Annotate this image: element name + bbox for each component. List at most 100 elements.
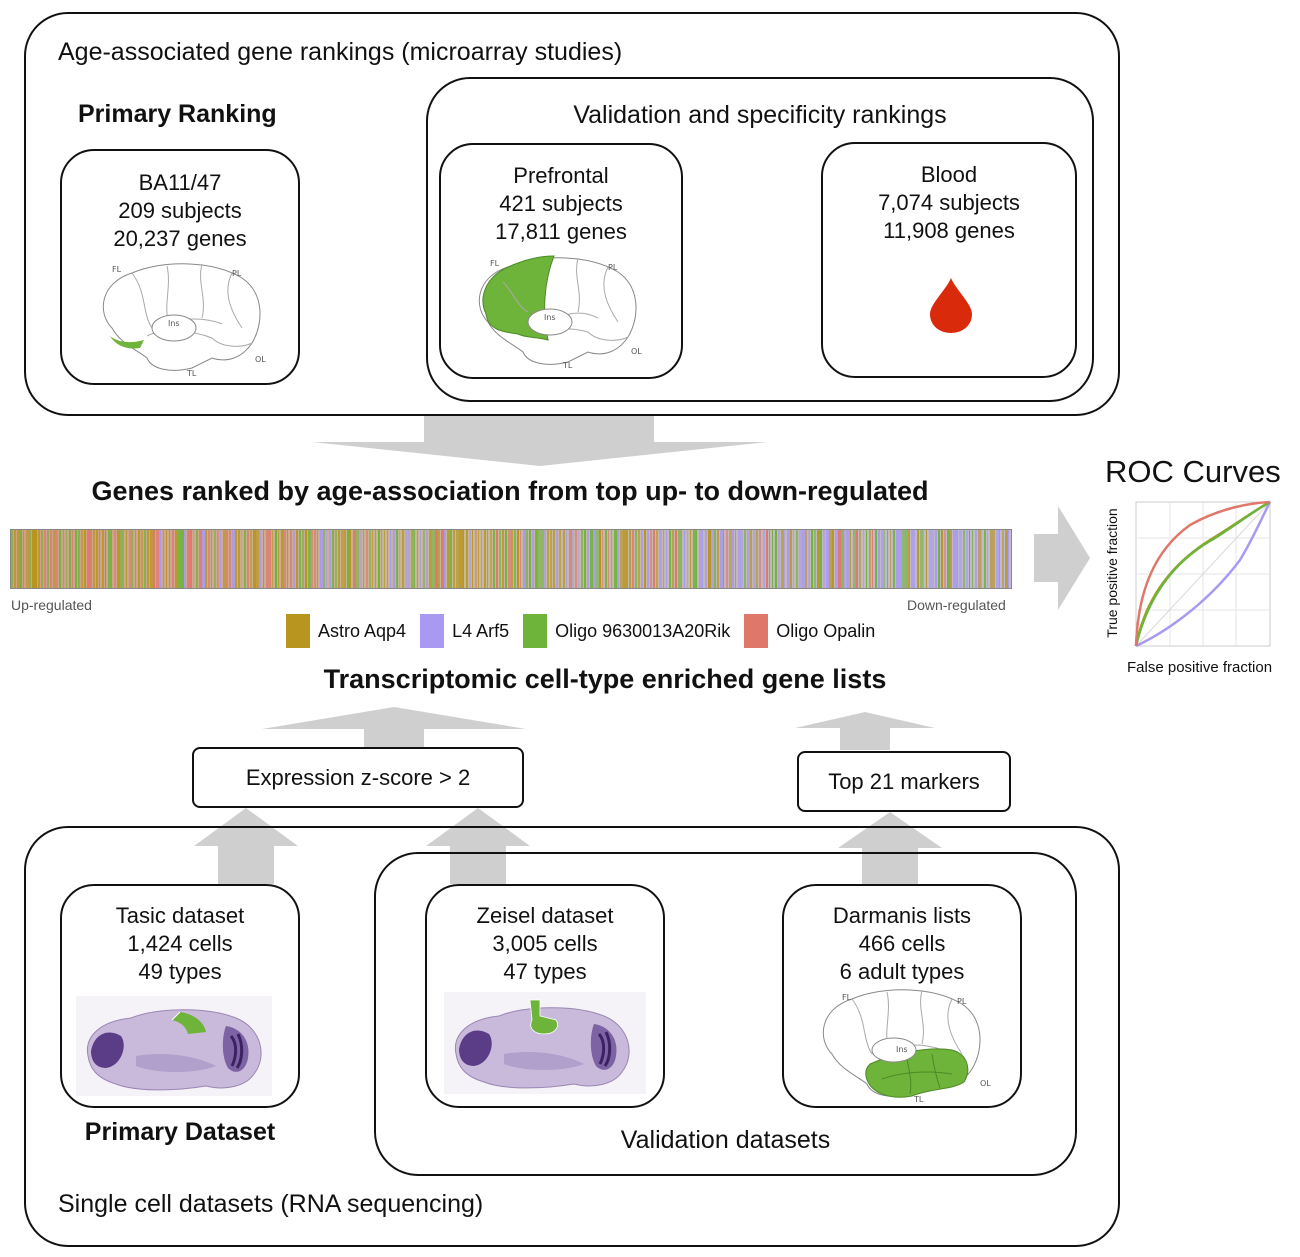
ranking-stripe — [635, 530, 637, 588]
ranking-stripe — [856, 530, 858, 588]
ranking-stripe — [26, 530, 29, 588]
ranking-stripe — [592, 530, 596, 588]
ranking-stripe — [344, 530, 346, 588]
ranking-stripe — [238, 530, 241, 588]
ranking-stripe — [189, 530, 193, 588]
ranking-stripe — [401, 530, 405, 588]
ranking-stripe — [380, 530, 383, 588]
ranking-stripe — [817, 530, 821, 588]
ranking-stripe — [926, 530, 928, 588]
ranking-stripe — [283, 530, 287, 588]
card-line: 20,237 genes — [113, 226, 247, 251]
ranking-stripe — [971, 530, 974, 588]
ranking-stripe — [17, 530, 20, 588]
card-line: 17,811 genes — [495, 219, 627, 244]
ranking-stripe — [241, 530, 243, 588]
ranking-bar — [10, 529, 1012, 589]
ranking-stripe — [583, 530, 587, 588]
ranking-stripe — [101, 530, 104, 588]
ranking-stripe — [395, 530, 398, 588]
ranking-stripe — [38, 530, 41, 588]
ranking-stripe — [50, 530, 53, 588]
ranking-stripe — [177, 530, 181, 588]
ranking-stripe — [438, 530, 440, 588]
brain-label-pl: PL — [232, 269, 242, 278]
ranking-stripe — [692, 530, 696, 588]
ranking-stripe — [883, 530, 885, 588]
ranking-stripe — [35, 530, 38, 588]
markers-box: Top 21 markers — [797, 751, 1011, 812]
ranking-stripe — [47, 530, 50, 588]
ranking-stripe — [144, 530, 146, 588]
ranking-stripe — [983, 530, 987, 588]
ranking-stripe — [580, 530, 584, 588]
ranking-stripe — [253, 530, 257, 588]
legend-label: Oligo Opalin — [776, 620, 876, 641]
ranking-stripe — [114, 530, 116, 588]
ranking-stripe — [759, 530, 762, 588]
ranking-stripe — [226, 530, 229, 588]
roc-ylabel: True positive fraction — [1104, 508, 1120, 638]
ranking-stripe — [823, 530, 825, 588]
legend-label: L4 Arf5 — [452, 620, 510, 641]
ranking-stripe — [289, 530, 293, 588]
ranking-stripe — [332, 530, 334, 588]
primary-ranking-heading: Primary Ranking — [78, 100, 277, 128]
ranking-stripe — [556, 530, 558, 588]
ranking-stripe — [98, 530, 101, 588]
ranking-stripe — [456, 530, 459, 588]
ranking-stripe — [207, 530, 211, 588]
card-line: 6 adult types — [839, 959, 965, 984]
card-line: BA11/47 — [138, 170, 222, 195]
ranking-stripe — [892, 530, 896, 588]
ranking-stripe — [44, 530, 47, 588]
ranking-stripe — [680, 530, 682, 588]
ranking-stripe — [820, 530, 822, 588]
ranking-stripe — [56, 530, 59, 588]
ranking-stripe — [659, 530, 662, 588]
single-cell-panel — [24, 826, 1120, 1247]
ranking-stripe — [726, 530, 728, 588]
ranking-stripe — [862, 530, 864, 588]
ranking-stripe — [398, 530, 401, 588]
ranking-stripe — [586, 530, 590, 588]
legend-item-astro: Astro Aqp4 — [286, 614, 406, 648]
ranking-stripe — [489, 530, 492, 588]
ranking-stripe — [504, 530, 508, 588]
ranking-stripe — [286, 530, 289, 588]
ranking-stripe — [986, 530, 988, 588]
ranking-stripe — [265, 530, 269, 588]
ranking-stripe — [507, 530, 511, 588]
ranking-stripe — [192, 530, 194, 588]
ranking-stripe — [665, 530, 668, 588]
ranking-stripe — [526, 530, 528, 588]
ranking-stripe — [953, 530, 957, 588]
ranking-stripe — [123, 530, 125, 588]
ranking-stripe — [280, 530, 284, 588]
ranking-stripe — [711, 530, 714, 588]
ranking-stripe — [168, 530, 171, 588]
ranking-stripe — [765, 530, 768, 588]
ranking-stripe — [386, 530, 389, 588]
ranking-stripe — [792, 530, 795, 588]
ranking-stripe — [977, 530, 981, 588]
brain-label-fl: FL — [490, 259, 500, 268]
ranking-stripe — [917, 530, 920, 588]
ranking-stripe — [780, 530, 784, 588]
ranking-stripe — [629, 530, 631, 588]
card-line: Blood — [920, 162, 978, 187]
ranking-stripe — [550, 530, 552, 588]
ranking-stripe — [317, 530, 319, 588]
ranking-stripe — [714, 530, 716, 588]
ranking-stripe — [477, 530, 480, 588]
ranking-stripe — [498, 530, 502, 588]
ranking-stripe — [62, 530, 64, 588]
ranking-stripe — [326, 530, 328, 588]
ranking-stripe — [244, 530, 247, 588]
ranking-stripe — [720, 530, 724, 588]
up-arrow-zscore — [262, 707, 526, 747]
ranking-stripe — [783, 530, 786, 588]
ranking-stripe — [117, 530, 120, 588]
ranking-stripe — [447, 530, 451, 588]
ranking-stripe — [314, 530, 316, 588]
